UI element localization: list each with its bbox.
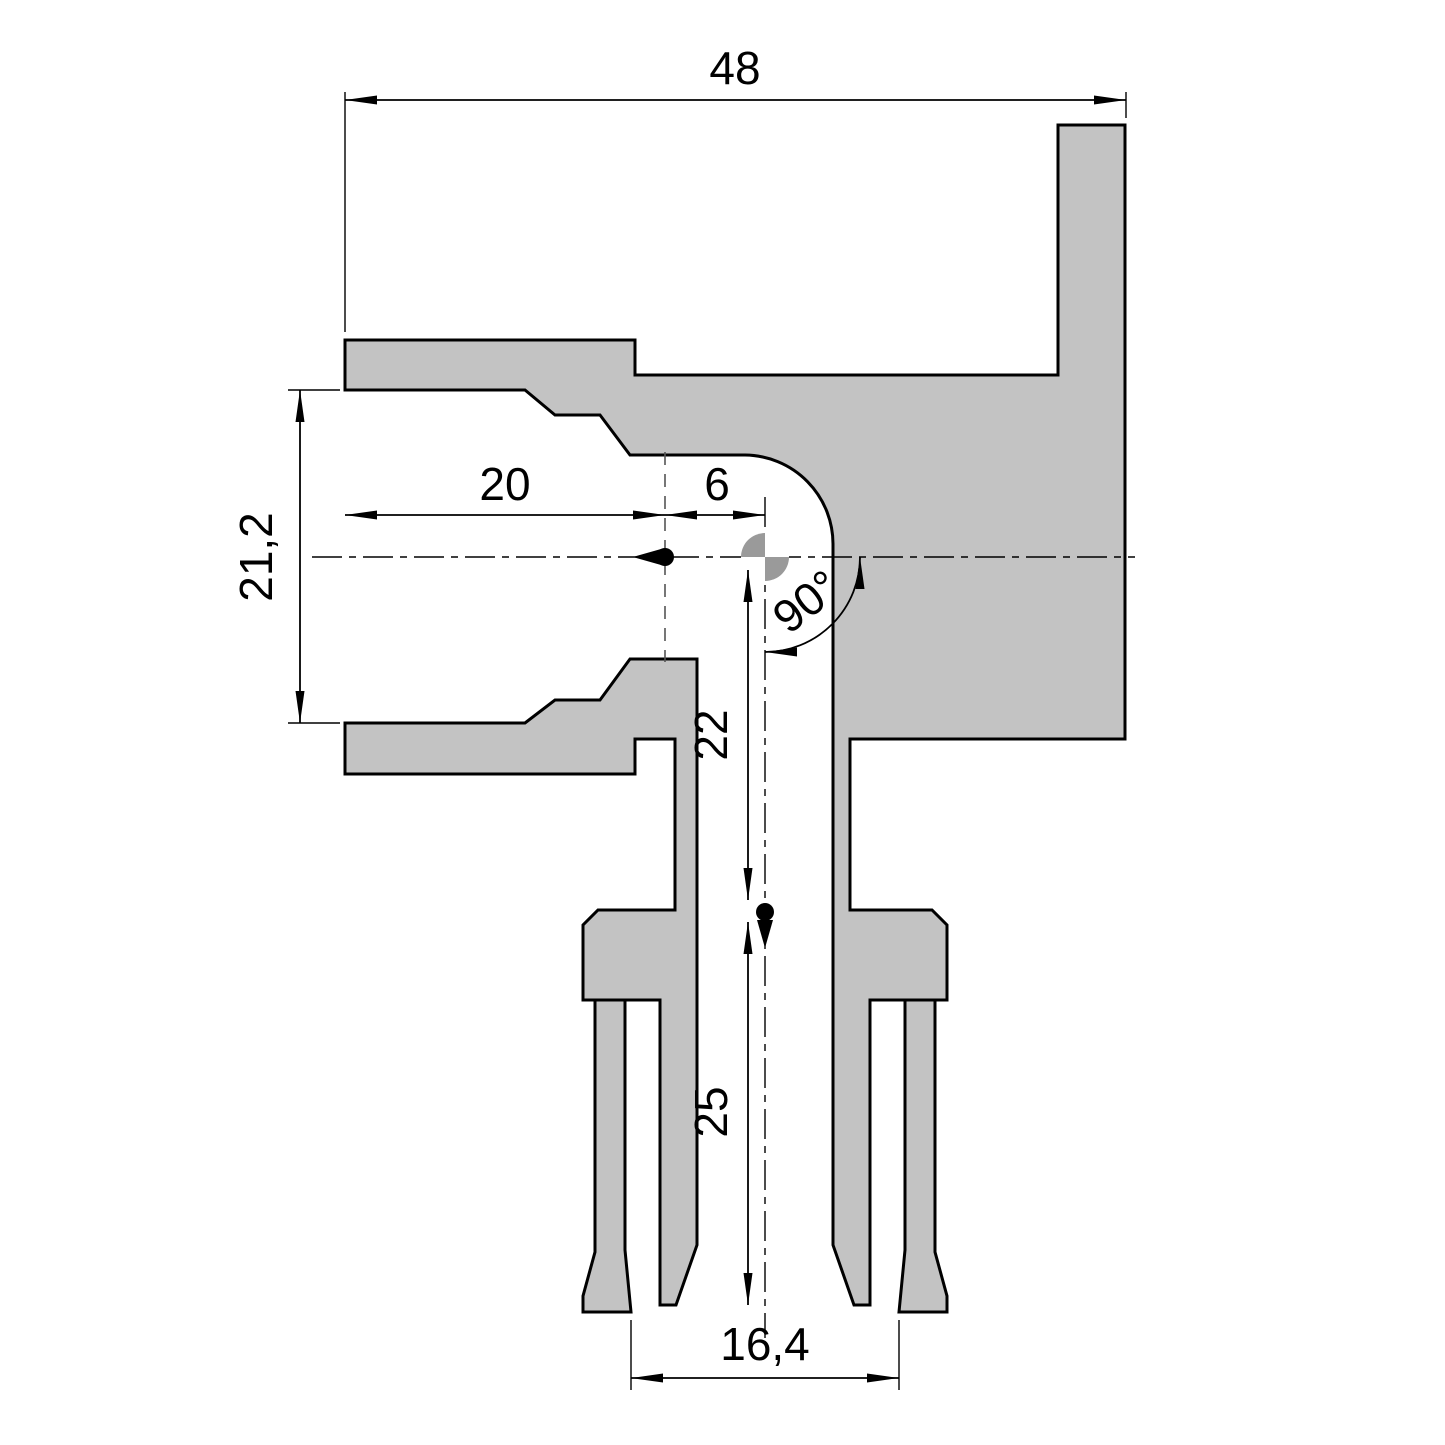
dim-socket-bore: 21,2	[230, 389, 340, 724]
sleeve-right	[897, 998, 949, 1314]
dim-outlet-bore: 16,4	[630, 1318, 900, 1390]
dim-axis-to-collar: 22	[685, 570, 753, 900]
body-upper-outline	[343, 123, 1127, 1307]
depth-marker-vertical	[756, 903, 774, 948]
dim-axis-to-collar-label: 22	[685, 709, 737, 760]
dim-socket-depth: 20	[345, 458, 665, 520]
dim-socket-depth-label: 20	[479, 458, 530, 510]
dim-outlet-bore-label: 16,4	[720, 1318, 810, 1370]
dim-overall-width-label: 48	[709, 42, 760, 94]
dim-shoulder-to-axis-label: 6	[704, 458, 730, 510]
dim-socket-bore-label: 21,2	[230, 512, 282, 602]
body-lower-outline	[343, 657, 699, 1307]
depth-marker-horizontal	[633, 548, 674, 566]
dim-insert-depth: 25	[685, 922, 753, 1305]
dim-overall-width: 48	[344, 42, 1127, 332]
dim-insert-depth-label: 25	[685, 1086, 737, 1137]
dim-shoulder-to-axis: 6	[665, 458, 765, 520]
sleeve-left	[581, 998, 633, 1314]
